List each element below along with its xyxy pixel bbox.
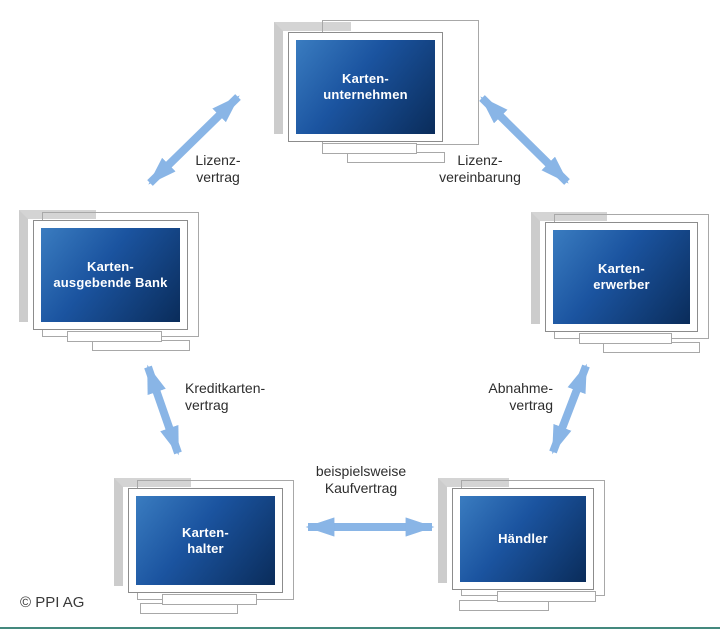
node-label: Karten- halter [136,496,275,585]
node-kartenunternehmen: Karten- unternehmen [274,20,479,163]
node-label: Karten- ausgebende Bank [41,228,180,322]
monitor-stand-icon [67,331,163,342]
edge-label-kaufvertrag: beispielsweise Kaufvertrag [315,463,407,496]
monitor-stand-icon [322,143,418,154]
monitor-shadow-icon [274,22,352,135]
monitor-shadow-icon [19,210,97,323]
monitor-frame: Karten- halter [128,488,283,593]
node-label: Karten- erwerber [553,230,690,324]
monitor-frame: Karten- ausgebende Bank [33,220,188,330]
monitor-shadow-icon [114,478,192,586]
edge-label-lizenzvereinbarung: Lizenz- vereinbarung [439,152,521,185]
edge-label-abnahmevertrag: Abnahme- vertrag [488,380,553,413]
copyright-text: © PPI AG [20,594,85,611]
node-kartenausgebende-bank: Karten- ausgebende Bank [19,210,199,351]
monitor-shadow-icon [531,212,608,325]
edge-label-kreditkartenvertrag: Kreditkarten- vertrag [185,380,266,413]
monitor-stand-icon [162,594,258,605]
bottom-rule [0,627,720,629]
arrow-abnahmevertrag-icon [549,363,590,455]
monitor-shadow-icon [438,478,510,583]
node-kartenhalter: Karten- halter [114,478,294,614]
node-kartenerwerber: Karten- erwerber [531,212,709,353]
node-label: Händler [460,496,586,582]
node-haendler: Händler [438,478,605,611]
node-label: Karten- unternehmen [296,40,435,134]
monitor-frame: Karten- unternehmen [288,32,443,142]
monitor-frame: Karten- erwerber [545,222,698,332]
edge-label-lizenzvertrag: Lizenz- vertrag [195,152,241,185]
monitor-stand-icon [497,591,596,602]
monitor-stand-icon [578,333,673,344]
monitor-frame: Händler [452,488,594,590]
arrow-kreditkartenvertrag-icon [144,364,182,456]
